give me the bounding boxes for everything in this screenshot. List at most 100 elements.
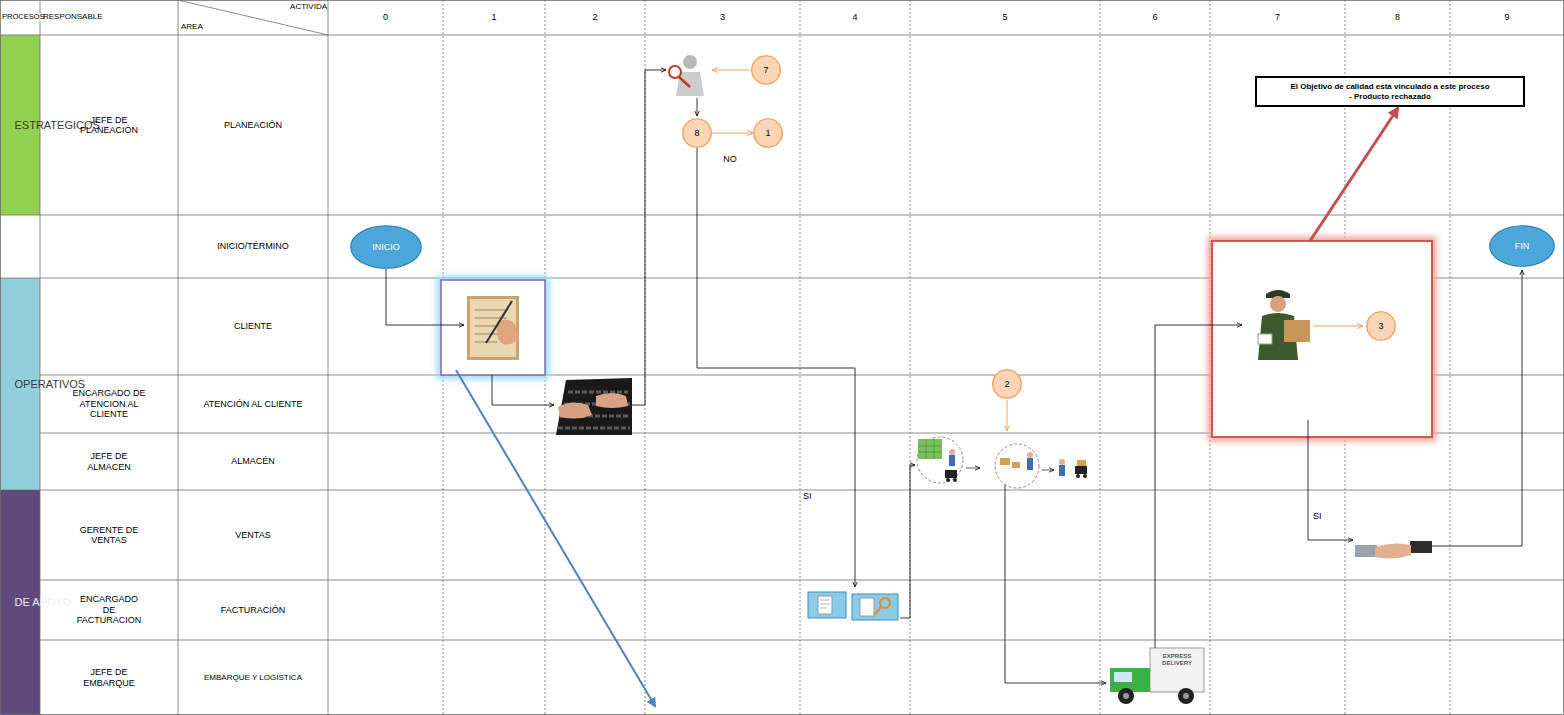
node-text: 7 <box>763 65 768 76</box>
invoice-icon <box>808 592 846 618</box>
column-divider <box>443 0 1450 715</box>
warehouse-icon <box>1012 462 1020 468</box>
highlight-frame <box>1212 241 1432 437</box>
invoice-icon <box>808 592 898 620</box>
reference-arrow <box>712 133 753 134</box>
responsible-name: ENCARGADO DE ATENCION AL CLIENTE <box>40 375 178 433</box>
invoice-icon <box>874 607 881 615</box>
column-header: ACTIVIDA <box>290 2 327 11</box>
responsible-name: JEFE DE EMBARQUE <box>71 667 147 688</box>
connector-circle: 8 <box>682 118 712 148</box>
column-header: RESPONSABLE <box>43 10 113 24</box>
activity-number: 6 <box>1152 12 1157 22</box>
area-name: FACTURACIÓN <box>178 580 328 640</box>
warehouse-icon <box>1083 474 1087 478</box>
process-group: DE APOYO <box>0 490 40 715</box>
invoice-icon <box>852 594 898 620</box>
responsible-name: GERENTE DE VENTAS <box>40 490 178 580</box>
truck-icon <box>1118 688 1134 704</box>
flow-connector <box>697 148 855 587</box>
activity-number: 7 <box>1275 12 1280 22</box>
delivery-person-icon <box>1258 290 1310 360</box>
node-outline <box>1490 226 1555 267</box>
analyst-icon <box>669 66 681 78</box>
highlight-frame <box>441 241 1432 437</box>
highlight-frame <box>1212 241 1432 437</box>
keyboard-icon <box>596 393 628 408</box>
connector-circle: 3 <box>1366 311 1396 341</box>
invoice-icon <box>818 596 832 614</box>
area-name: PLANEACIÓN <box>178 35 328 215</box>
lane-band <box>0 490 40 715</box>
area-name: ALMACÉN <box>231 456 275 466</box>
flow-connector <box>492 375 554 405</box>
start-terminator: INICIO <box>350 225 422 269</box>
area-name: CLIENTE <box>234 321 272 331</box>
delivery-person-icon <box>1270 296 1286 312</box>
activity-number: 1 <box>443 0 545 35</box>
area-name: CLIENTE <box>178 278 328 375</box>
node-outline <box>1367 312 1396 341</box>
writing-icon <box>467 296 519 360</box>
handshake-icon <box>1410 541 1432 553</box>
node-text: 8 <box>694 128 699 139</box>
invoice-icon <box>880 598 890 608</box>
responsible-name: GERENTE DE VENTAS <box>71 525 147 546</box>
responsible-name: ENCARGADO DE FACTURACION <box>74 594 144 625</box>
analyst-icon <box>669 55 704 96</box>
column-header: AREA <box>181 20 221 34</box>
area-name: INICIO/TÉRMINO <box>178 215 328 278</box>
decision-label: NO <box>722 154 738 164</box>
activity-number: 2 <box>545 0 645 35</box>
process-group: OPERATIVOS <box>15 378 26 390</box>
area-name: ATENCIÓN AL CLIENTE <box>203 399 302 409</box>
truck-icon <box>1110 668 1150 692</box>
warehouse-icon <box>917 437 1087 488</box>
flow-connector <box>1308 420 1353 540</box>
node-outline <box>993 370 1022 399</box>
grid-line <box>178 0 328 35</box>
truck-lettering: EXPRESS DELIVERY <box>1154 653 1200 667</box>
activity-number: 1 <box>491 12 496 22</box>
activity-number: 9 <box>1450 0 1564 35</box>
responsible-name: JEFE DE EMBARQUE <box>40 640 178 715</box>
warehouse-icon <box>995 444 1039 488</box>
node-text: 1 <box>765 128 770 139</box>
column-header: AREA <box>181 22 203 31</box>
warehouse-icon <box>1042 470 1054 471</box>
node-outline <box>683 119 712 148</box>
warehouse-icon <box>1000 458 1010 465</box>
highlight-frame <box>441 280 545 375</box>
warehouse-icon <box>1027 458 1033 470</box>
analyst-icon <box>679 77 690 87</box>
end-terminator: FIN <box>1489 225 1555 267</box>
keyboard-icon <box>558 402 592 418</box>
area-name: EMBARQUE Y LOGÍSTICA <box>204 673 302 682</box>
node-text: - Producto rechazado <box>1349 92 1431 102</box>
activity-number: 4 <box>852 12 857 22</box>
activity-number: 3 <box>720 12 725 22</box>
warehouse-icon <box>1077 460 1086 466</box>
area-name: FACTURACIÓN <box>221 605 286 615</box>
note-box: El Objetivo de calidad está vinculado a … <box>1255 76 1525 107</box>
column-header: PROCESOS <box>1 13 46 22</box>
callout-arrow <box>456 370 655 706</box>
node-text: El Objetivo de calidad está vinculado a … <box>1290 82 1489 92</box>
area-name: VENTAS <box>235 530 270 540</box>
column-header: PROCESOS <box>1 10 47 24</box>
reference-arrow <box>712 70 749 71</box>
node-outline <box>351 226 422 269</box>
flow-connector <box>1005 485 1106 683</box>
connector-circle: 7 <box>751 55 781 85</box>
lane-band <box>0 35 40 715</box>
area-name: VENTAS <box>178 490 328 580</box>
writing-icon <box>486 301 512 343</box>
activity-number: 5 <box>910 0 1100 35</box>
area-name: ATENCIÓN AL CLIENTE <box>178 375 328 433</box>
grid-line <box>40 0 328 715</box>
flow-connector <box>386 269 464 325</box>
